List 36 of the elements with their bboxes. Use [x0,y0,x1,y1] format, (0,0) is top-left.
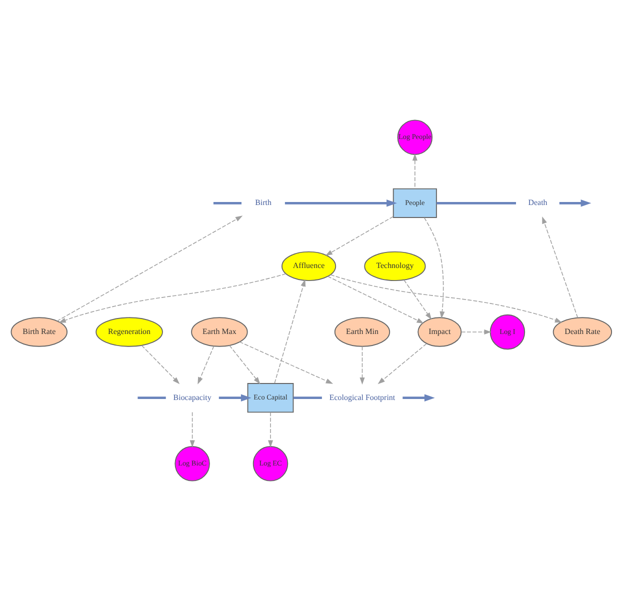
arrow [56,215,243,321]
arrow [198,345,214,384]
arrow [330,274,562,322]
arrow [284,199,397,206]
arrow [58,272,286,322]
node-text: Death [528,198,548,207]
arrow [542,216,578,318]
arrow [229,344,260,384]
arrow [327,275,424,324]
node-text: Biocapacity [173,392,212,402]
node-ellipse: Impact [418,316,462,346]
arrow [325,216,394,256]
connector [213,201,242,204]
arrow [402,394,435,401]
arrow [141,344,180,384]
node-ellipse: Regeneration [96,316,163,346]
arrow [274,278,306,383]
connector [138,396,166,399]
connector [436,201,516,204]
arrow [360,346,365,384]
arrow [412,152,418,189]
arrow [424,216,445,318]
arrow [268,411,274,447]
arrow [190,411,195,447]
node-text: Birth [255,198,272,207]
arrow [239,340,334,384]
node-ellipse: Earth Max [191,316,248,346]
arrow [460,329,492,334]
arrow [378,342,427,384]
connector [293,396,322,399]
arrow [404,279,432,320]
node-ellipse: Technology [364,250,426,281]
node-text: Ecological Footprint [329,392,396,402]
node-ellipse: Earth Min [334,316,390,346]
arrow [218,394,252,401]
arrow [559,199,592,206]
